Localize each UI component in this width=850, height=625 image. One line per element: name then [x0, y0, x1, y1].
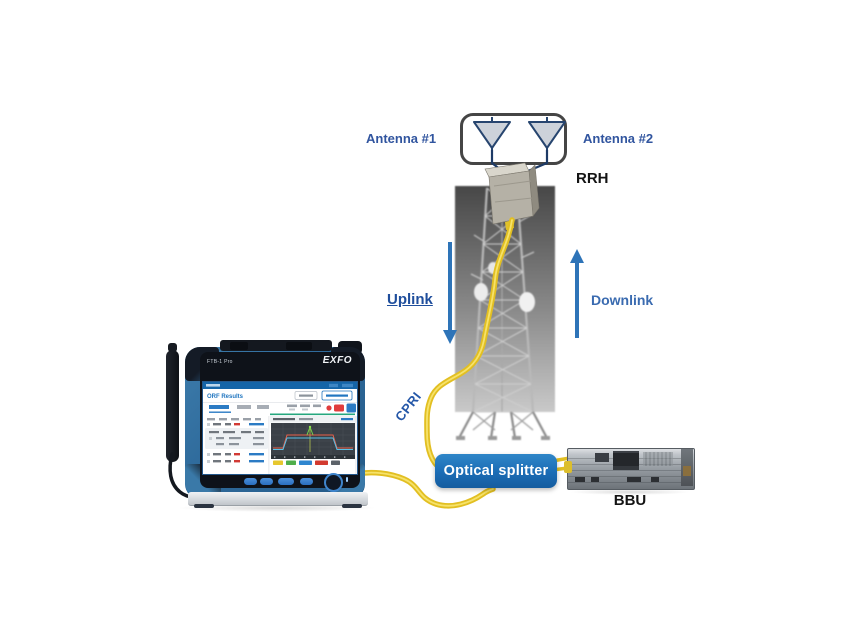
- optical-splitter-label: Optical splitter: [443, 463, 549, 479]
- handle-bump: [230, 342, 248, 350]
- function-button-4[interactable]: [300, 478, 313, 485]
- screen-title: ORF Results: [207, 394, 244, 400]
- function-button-1[interactable]: [244, 478, 257, 485]
- stylus: [166, 350, 179, 462]
- bbu-shadow: [570, 489, 690, 495]
- tester-screen[interactable]: ORF Results: [202, 381, 358, 475]
- antenna-2-label: Antenna #2: [583, 131, 654, 146]
- uplink-arrow: [443, 242, 457, 344]
- handle-bump: [286, 342, 312, 350]
- downlink-label: Downlink: [591, 292, 654, 308]
- cpri-fiber-cable: [424, 217, 515, 472]
- bbu-fiber-port: [564, 461, 572, 473]
- status-led: [346, 477, 348, 482]
- downlink-arrow: [570, 249, 584, 338]
- rrh-label: RRH: [576, 170, 609, 187]
- uplink-label: Uplink: [387, 291, 433, 308]
- tester-stand: [188, 492, 368, 506]
- stand-foot: [342, 504, 362, 508]
- antenna-1-label: Antenna #1: [366, 131, 437, 146]
- stylus-cap: [168, 343, 177, 352]
- cell-tower-photo: [455, 186, 555, 440]
- cpri-fiber-cable-highlight: [426, 219, 513, 470]
- bbu-unit: [564, 448, 695, 490]
- bbu-vents: [643, 452, 673, 466]
- exfo-logo: EXFO: [322, 355, 352, 366]
- optical-splitter-box: Optical splitter: [435, 454, 557, 488]
- antenna-1-icon: [473, 117, 511, 150]
- tester-bezel: FTB-1 Pro EXFO ORF Results: [200, 352, 360, 492]
- power-button[interactable]: [324, 473, 343, 492]
- tester-fiber-cable-highlight: [355, 471, 494, 507]
- antenna-2-icon: [528, 117, 566, 150]
- model-label: FTB-1 Pro: [207, 359, 233, 365]
- tester-top-handle: [220, 340, 332, 351]
- bbu-end-detail: [683, 466, 691, 476]
- function-button-3[interactable]: [278, 478, 294, 485]
- function-button-2[interactable]: [260, 478, 273, 485]
- bbu-port: [627, 477, 641, 482]
- bbu-port: [591, 477, 599, 482]
- bbu-label: BBU: [613, 492, 647, 509]
- bbu-module-large: [613, 451, 639, 470]
- bbu-port: [651, 477, 659, 482]
- stand-foot: [194, 504, 214, 508]
- tester-shadow: [178, 504, 376, 512]
- results-app-ui: ORF Results: [203, 382, 357, 474]
- bbu-module-small: [595, 453, 609, 462]
- exfo-tester: FTB-1 Pro EXFO ORF Results: [160, 340, 376, 512]
- bbu-port: [575, 477, 585, 482]
